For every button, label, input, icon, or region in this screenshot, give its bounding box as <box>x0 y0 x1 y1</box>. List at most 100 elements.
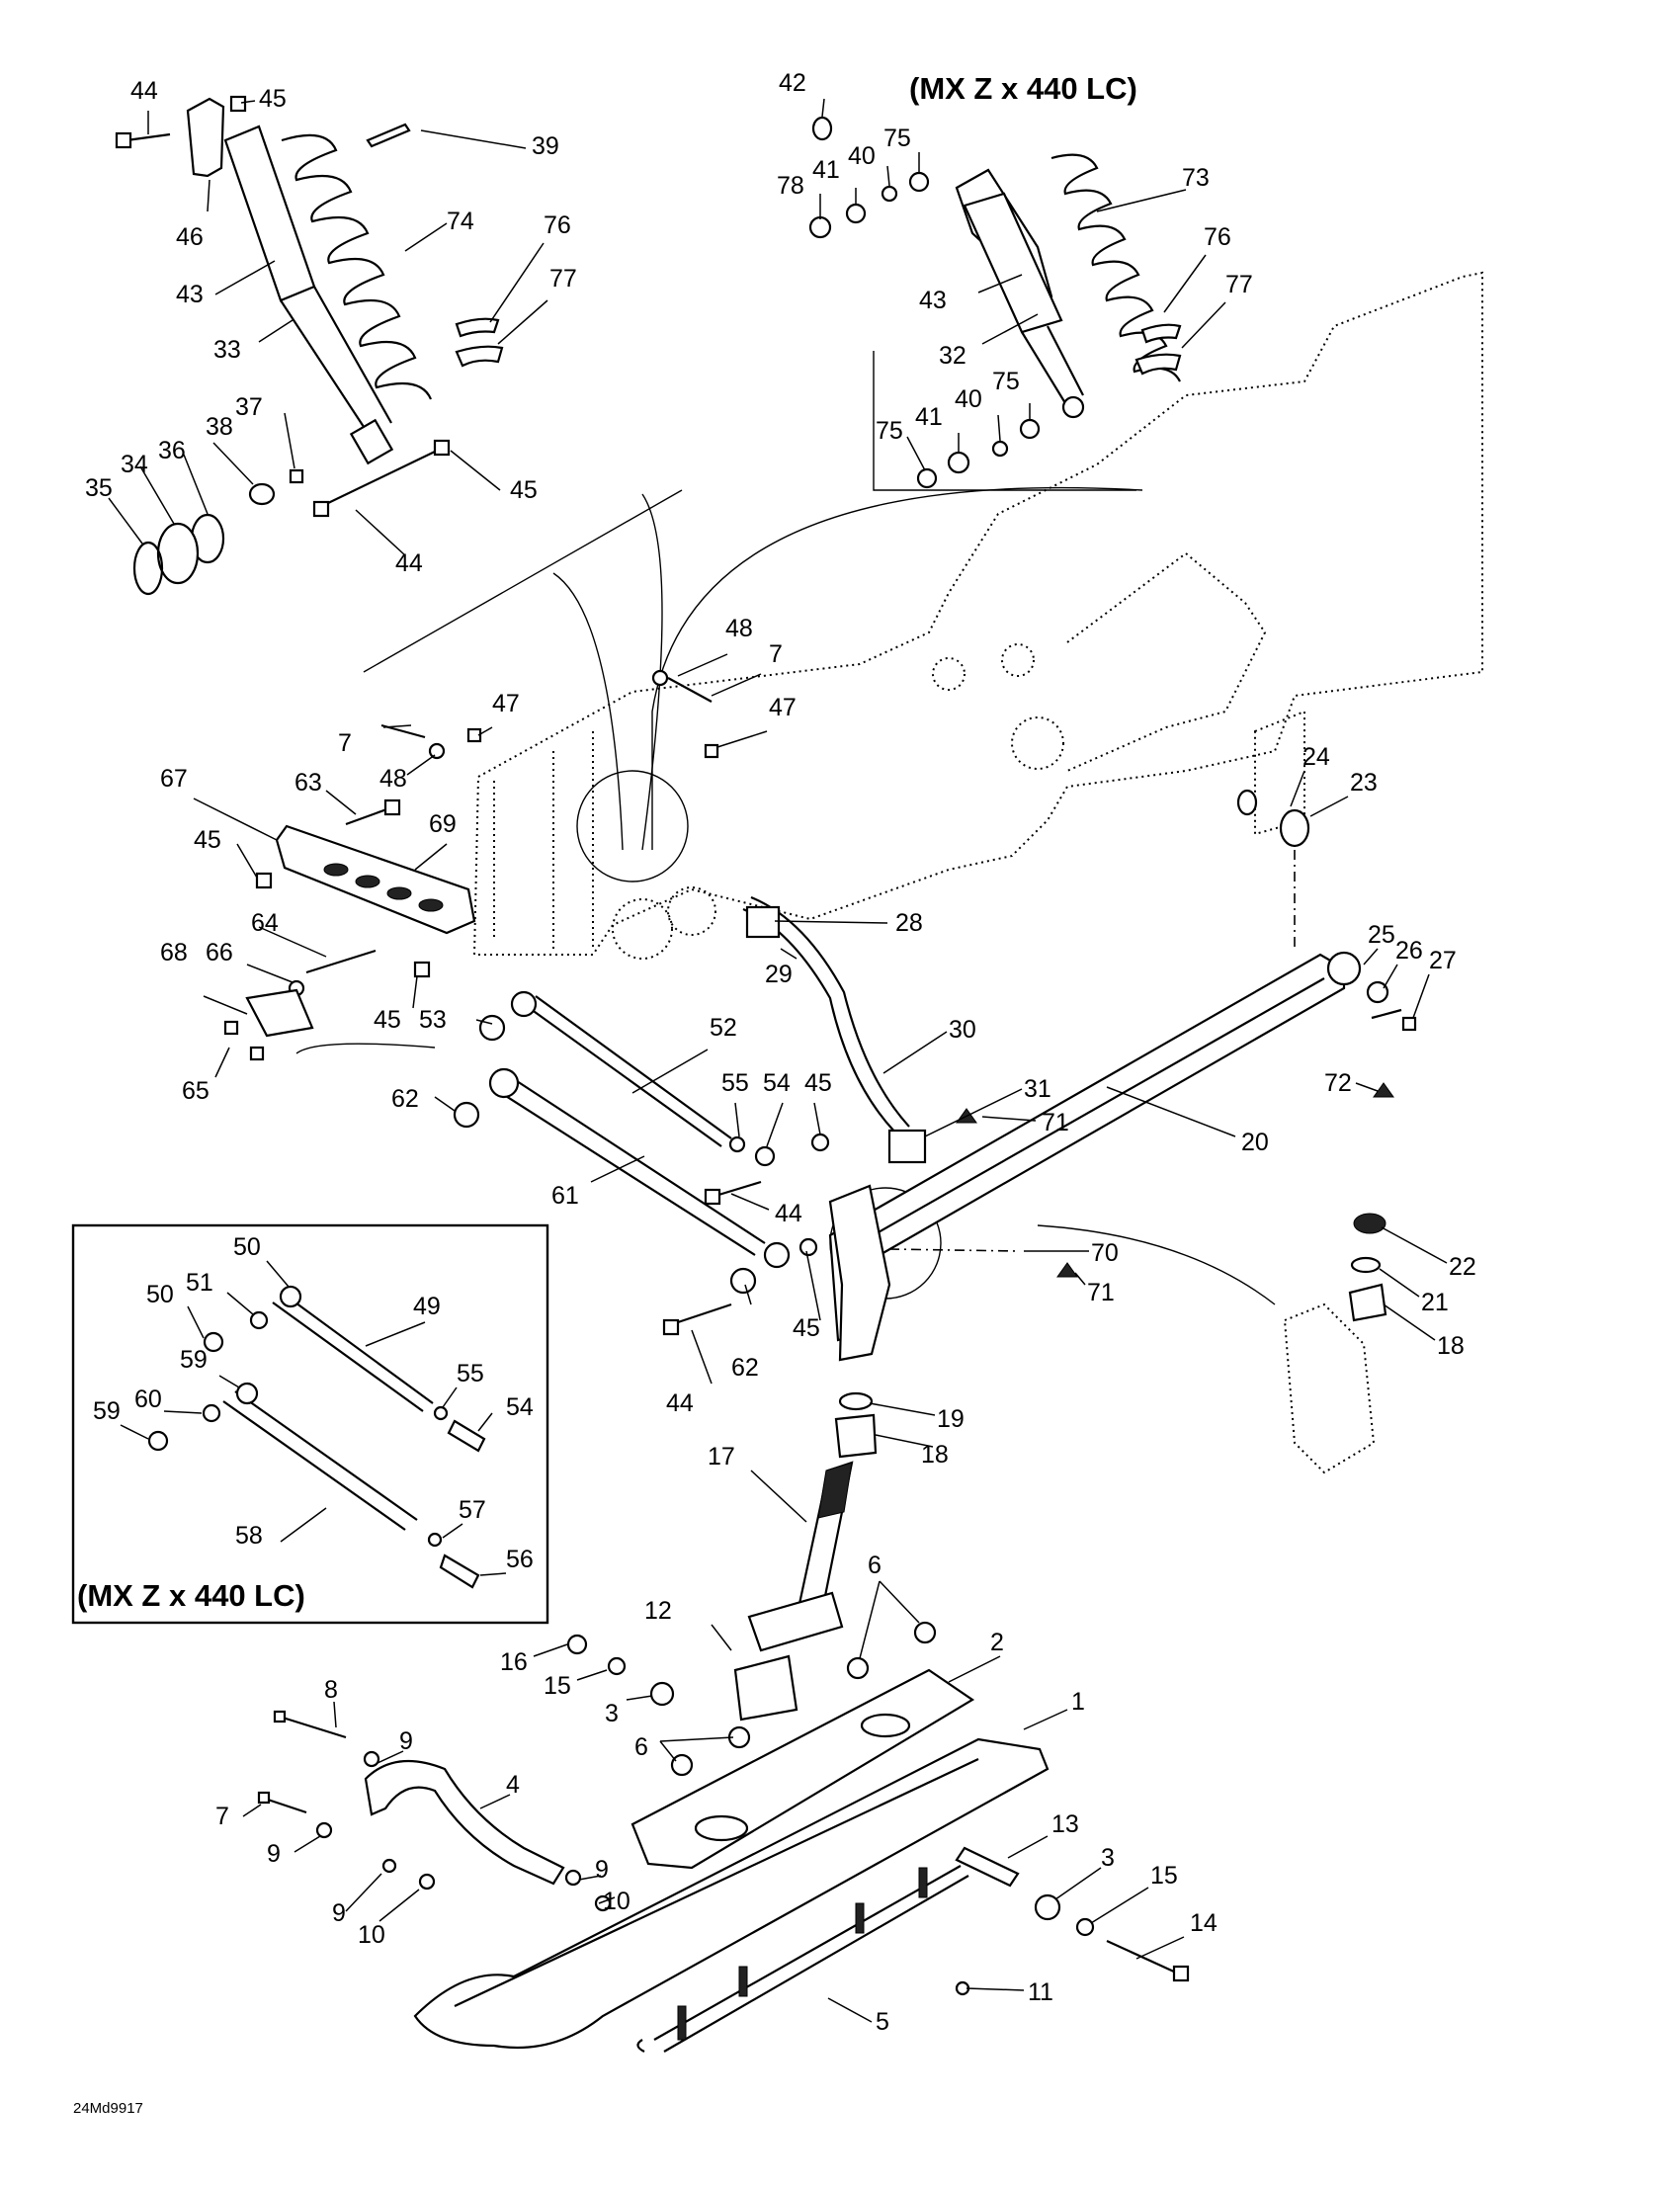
callout: 61 <box>551 1182 579 1210</box>
callout: 22 <box>1449 1253 1476 1281</box>
callout: 43 <box>919 287 947 314</box>
callout: 7 <box>215 1803 229 1830</box>
callout: 23 <box>1350 769 1378 797</box>
callout: 17 <box>708 1443 735 1471</box>
callout: 30 <box>949 1016 976 1044</box>
callout: 62 <box>731 1354 759 1382</box>
callout: 14 <box>1190 1909 1218 1937</box>
callout: 24 <box>1302 743 1330 771</box>
handle-4 <box>364 1759 565 1886</box>
callout: 8 <box>324 1676 338 1704</box>
callout: 41 <box>915 403 943 431</box>
callout: 9 <box>399 1727 413 1755</box>
callout: 20 <box>1241 1129 1269 1156</box>
variant-label-top: (MX Z x 440 LC) <box>909 71 1137 106</box>
callout: 71 <box>1042 1109 1069 1136</box>
callout: 45 <box>194 826 221 854</box>
shock-body <box>223 125 316 302</box>
callout: 45 <box>804 1069 832 1097</box>
callout: 7 <box>769 640 783 668</box>
variant-label-inset: (MX Z x 440 LC) <box>77 1578 305 1613</box>
callout: 72 <box>1324 1069 1352 1097</box>
callout: 75 <box>876 417 903 445</box>
callout: 35 <box>85 474 113 502</box>
callout: 29 <box>765 961 793 988</box>
callout: 45 <box>793 1314 820 1342</box>
bracket-68 <box>245 988 314 1038</box>
callout: 15 <box>1150 1862 1178 1890</box>
callout: 68 <box>160 939 188 966</box>
callout: 38 <box>206 413 233 441</box>
callout: 78 <box>777 172 804 200</box>
callout: 44 <box>395 549 423 577</box>
callout: 48 <box>725 615 753 642</box>
callout: 76 <box>1204 223 1231 251</box>
callout: 18 <box>921 1441 949 1469</box>
callout: 13 <box>1051 1810 1079 1838</box>
callout: 70 <box>1091 1239 1119 1267</box>
callout: 47 <box>492 690 520 717</box>
callout: 6 <box>868 1552 882 1579</box>
shock-assembly-right <box>808 116 1182 489</box>
callout: 74 <box>447 208 474 235</box>
shock-assembly-left <box>115 95 504 596</box>
callout: 5 <box>876 2008 889 2036</box>
callout: 59 <box>93 1397 121 1425</box>
callout: 44 <box>666 1389 694 1417</box>
callout: 56 <box>506 1546 534 1573</box>
callout: 65 <box>182 1077 210 1105</box>
callout: 10 <box>358 1921 385 1949</box>
callout: 75 <box>883 125 911 152</box>
callout: 9 <box>595 1856 609 1884</box>
callout: 50 <box>146 1281 174 1308</box>
callout-labels: 44 45 39 74 46 43 33 76 77 38 37 36 34 3… <box>85 69 1476 2036</box>
callout: 40 <box>848 142 876 170</box>
callout: 41 <box>812 156 840 184</box>
callout: 28 <box>895 909 923 937</box>
callout: 53 <box>419 1006 447 1034</box>
shock-body-right <box>963 192 1063 334</box>
callout: 58 <box>235 1522 263 1550</box>
callout: 39 <box>532 132 559 160</box>
callout: 62 <box>391 1085 419 1113</box>
callout: 3 <box>1101 1844 1115 1872</box>
callout: 44 <box>130 77 158 105</box>
callout: 75 <box>992 368 1020 395</box>
callout: 64 <box>251 909 279 937</box>
callout: 32 <box>939 342 966 370</box>
callout: 36 <box>158 437 186 464</box>
callout: 21 <box>1421 1289 1449 1316</box>
callout: 59 <box>180 1346 208 1374</box>
leader-lines <box>108 98 1448 2023</box>
callout: 25 <box>1368 921 1395 949</box>
callout: 43 <box>176 281 204 308</box>
callout: 77 <box>1225 271 1253 298</box>
reference-lines <box>295 351 1276 1305</box>
chassis-frame <box>472 271 1483 1300</box>
callout: 42 <box>779 69 806 97</box>
callout: 49 <box>413 1293 441 1320</box>
callout: 76 <box>544 211 571 239</box>
callout: 45 <box>374 1006 401 1034</box>
ski-assembly <box>257 1391 1190 2053</box>
spring-73 <box>1050 153 1181 382</box>
callout: 4 <box>506 1771 520 1799</box>
callout: 27 <box>1429 947 1457 974</box>
callout: 45 <box>259 85 287 113</box>
detail-circle-frame <box>576 770 689 882</box>
callout: 77 <box>549 265 577 293</box>
callout: 66 <box>206 939 233 966</box>
callout: 11 <box>1028 1978 1053 2006</box>
callout: 55 <box>457 1360 484 1387</box>
callout: 37 <box>235 393 263 421</box>
callout: 45 <box>510 476 538 504</box>
callout: 26 <box>1395 937 1423 965</box>
callout: 33 <box>213 336 241 364</box>
callout: 54 <box>763 1069 791 1097</box>
callout: 9 <box>332 1899 346 1927</box>
callout: 71 <box>1087 1279 1115 1306</box>
callout: 63 <box>294 769 322 797</box>
callout: 51 <box>186 1269 213 1297</box>
callout: 48 <box>379 765 407 793</box>
